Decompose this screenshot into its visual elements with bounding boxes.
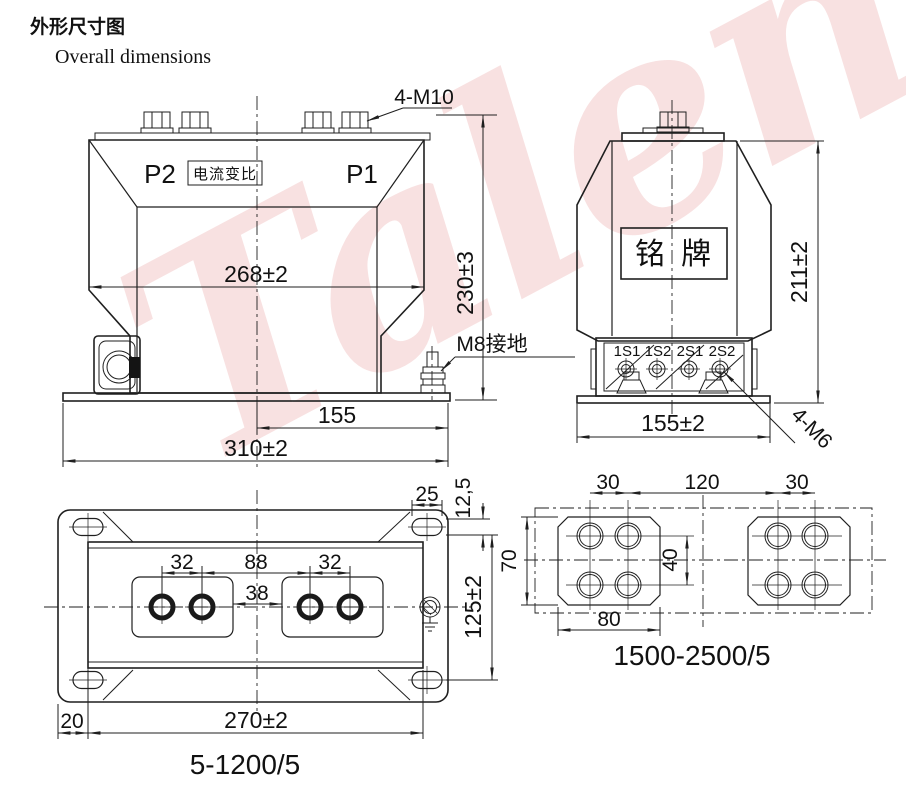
label-p2: P2 [144, 159, 176, 189]
svg-text:25: 25 [415, 483, 438, 506]
ratio-plate [187, 160, 263, 186]
terminal-2s1: 2S1 [677, 343, 704, 360]
svg-text:155: 155 [318, 402, 356, 428]
top-strip [94, 132, 431, 141]
dim-bvl-row-pitch: 40 [659, 535, 689, 586]
svg-text:88: 88 [244, 551, 267, 574]
terminal-1s2: 1S2 [645, 343, 672, 360]
ratio-label: 电流变比 [193, 166, 257, 183]
bvs-variant-label: 5-1200/5 [190, 749, 301, 780]
svg-text:12,5: 12,5 [452, 478, 475, 519]
dim-slot-width: 25 [411, 483, 443, 516]
svg-text:80: 80 [597, 608, 620, 631]
ground-bolt [420, 346, 446, 400]
svg-text:32: 32 [170, 551, 193, 574]
nameplate-label: 铭牌 [635, 238, 727, 271]
dim-pad-gap: 38 [232, 582, 283, 606]
bvl-left-pad [557, 516, 661, 606]
svg-text:155±2: 155±2 [641, 410, 705, 436]
dim-bvl-group-height: 70 [498, 516, 558, 606]
side-view: 铭牌 1S1 1S2 2S1 2S2 [576, 100, 837, 453]
bvl-holes [576, 522, 829, 599]
svg-text:125±2: 125±2 [460, 575, 486, 639]
svg-text:211±2: 211±2 [786, 241, 812, 303]
bvs-body-footprint [87, 541, 424, 669]
dim-body-width: 268±2 [88, 261, 425, 289]
svg-text:32: 32 [318, 551, 341, 574]
ground-callout: M8接地 [440, 333, 575, 372]
front-base-plate [62, 392, 451, 402]
svg-text:270±2: 270±2 [224, 707, 288, 733]
svg-text:30: 30 [596, 471, 619, 494]
svg-text:30: 30 [785, 471, 808, 494]
svg-text:70: 70 [498, 549, 521, 572]
bottom-view-large: 30 120 30 70 40 80 15 [498, 471, 886, 671]
svg-text:40: 40 [659, 548, 682, 571]
terminal-2s2: 2S2 [709, 343, 736, 360]
ground-callout-label: M8接地 [456, 333, 527, 356]
svg-text:310±2: 310±2 [224, 435, 288, 461]
cable-clamp [129, 357, 140, 378]
side-top-plate [621, 132, 725, 142]
bvl-right-pad [747, 516, 851, 606]
side-base-plate [576, 395, 771, 404]
bvl-outline-phantom [534, 507, 873, 614]
svg-text:230±3: 230±3 [452, 251, 478, 315]
svg-text:268±2: 268±2 [224, 261, 288, 287]
bvs-base-outline [57, 509, 449, 703]
side-top-bolt [642, 111, 704, 134]
dim-slot-offset: 12,5 [446, 478, 498, 551]
terminal-studs [615, 358, 731, 380]
page-title-chinese: 外形尺寸图 [30, 17, 126, 38]
nameplate-box [620, 227, 728, 280]
dim-base-width: 310±2 [62, 403, 449, 467]
bolt-callout-label: 4-M10 [394, 86, 454, 109]
dim-hole-pitches: 32 88 32 [161, 551, 351, 598]
svg-text:120: 120 [684, 471, 719, 494]
dim-total-height: 230±3 [436, 114, 497, 401]
terminal-feet [616, 371, 729, 394]
dim-bvl-pitches: 30 120 30 [589, 471, 816, 495]
bvs-chamfers [102, 511, 411, 701]
front-terminal-box [93, 335, 141, 395]
bvl-hole-axes [566, 500, 842, 610]
dim-slot-pitch-v: 125±2 [446, 534, 498, 681]
bvl-variant-label: 1500-2500/5 [613, 640, 770, 671]
terminal-bolt-callout: 4-M6 [723, 371, 837, 453]
terminal-bolt-label: 4-M6 [787, 403, 837, 453]
bottom-view-small: 25 12,5 125±2 [44, 478, 498, 780]
label-p1: P1 [346, 159, 378, 189]
svg-text:20: 20 [60, 710, 83, 733]
dim-side-base-width: 155±2 [576, 404, 771, 443]
terminal-1s1: 1S1 [614, 343, 641, 360]
svg-text:38: 38 [245, 582, 268, 605]
primary-bolts [140, 111, 372, 134]
side-body-outline [576, 140, 772, 342]
bolt-callout: 4-M10 [366, 86, 454, 122]
dim-mount-width: 270±2 20 [57, 670, 424, 739]
dim-center-to-edge: 155 [256, 402, 449, 434]
dim-side-height: 211±2 [740, 140, 824, 404]
front-view: P2 电流变比 P1 [62, 86, 575, 470]
side-terminal-box: 1S1 1S2 2S1 2S2 [590, 337, 758, 397]
dim-bvl-group-width: 80 [557, 607, 661, 636]
page-title-english: Overall dimensions [55, 46, 212, 68]
